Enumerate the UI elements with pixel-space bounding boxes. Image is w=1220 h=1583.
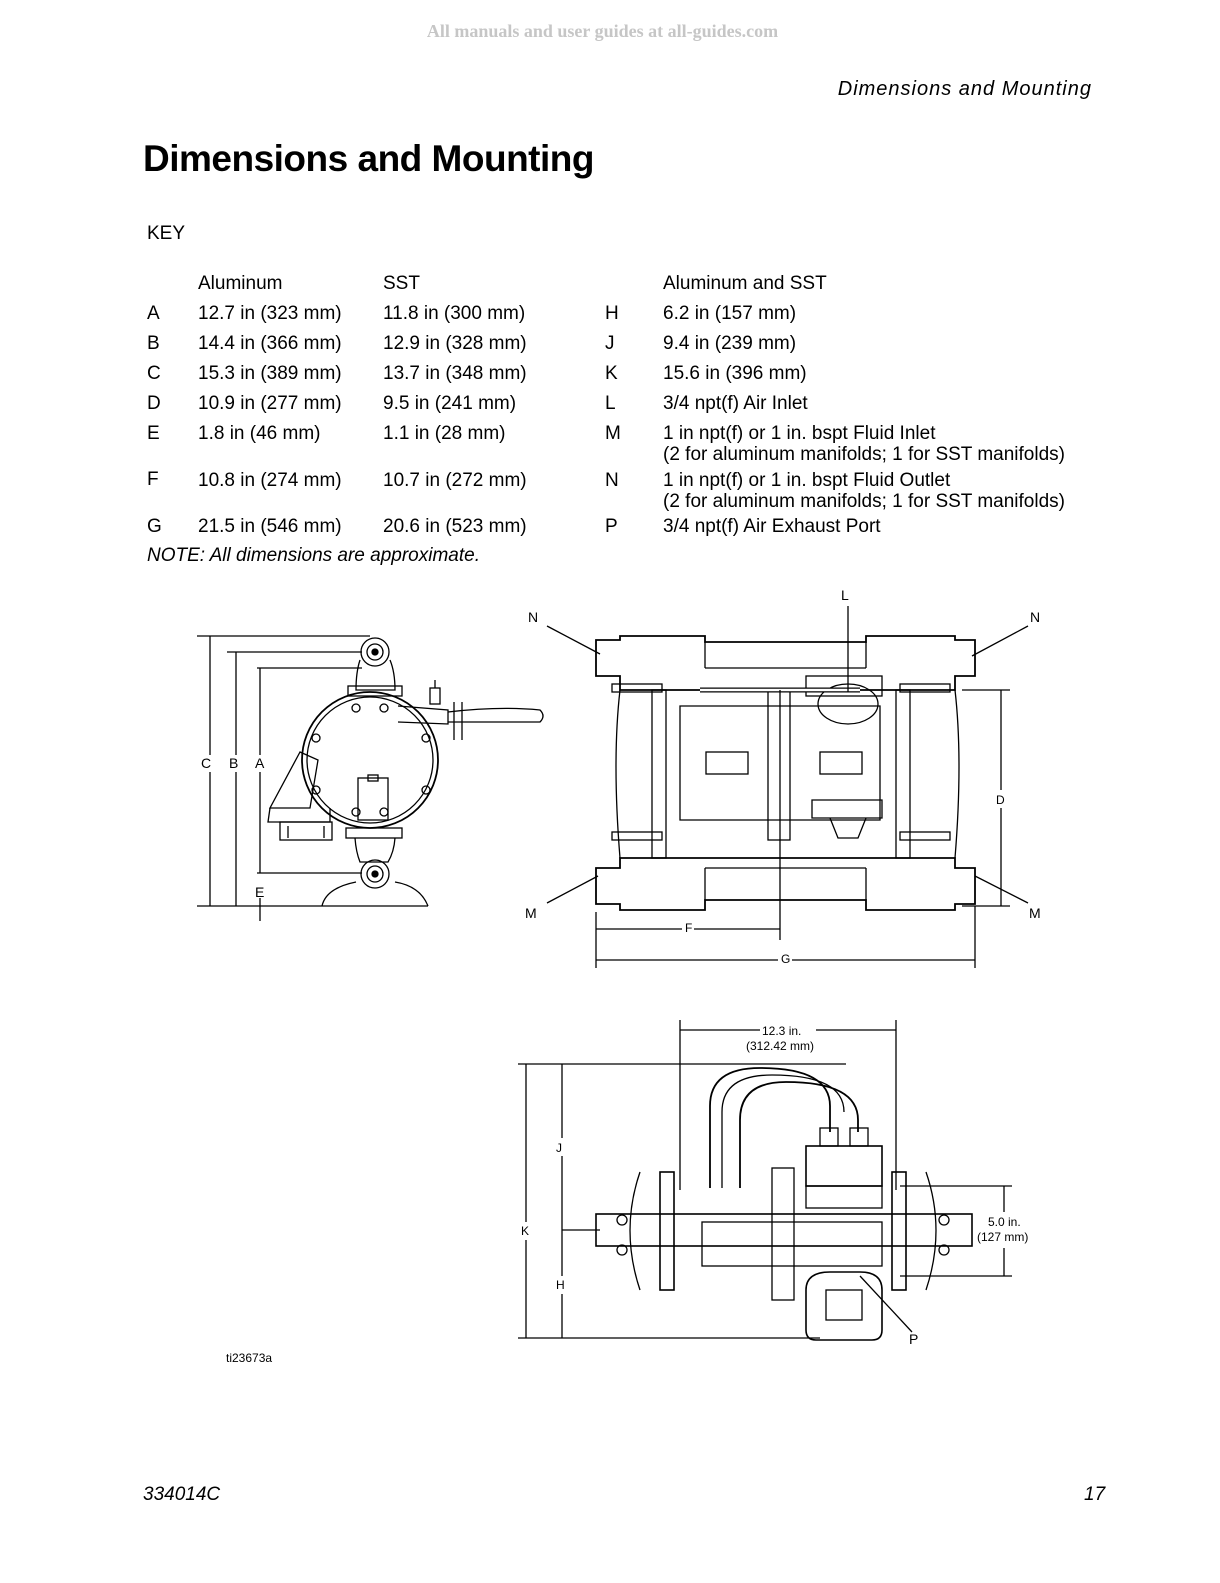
key-value-detail: (2 for aluminum manifolds; 1 for SST man… bbox=[663, 444, 1065, 465]
key-letter: H bbox=[605, 303, 619, 324]
sst-value: 11.8 in (300 mm) bbox=[383, 303, 526, 324]
key-letter: B bbox=[147, 333, 160, 354]
dimension-label-e: E bbox=[255, 884, 265, 900]
aluminum-value: 10.9 in (277 mm) bbox=[198, 393, 342, 414]
callout-m-right: M bbox=[1029, 905, 1041, 921]
sst-value: 1.1 in (28 mm) bbox=[383, 423, 506, 444]
width-dimension: 12.3 in. bbox=[762, 1024, 802, 1038]
page-number: 17 bbox=[1084, 1484, 1106, 1505]
front-view-drawing bbox=[546, 606, 1029, 968]
running-head: Dimensions and Mounting bbox=[837, 78, 1092, 100]
callout-n-right: N bbox=[1030, 609, 1041, 625]
document-number: 334014C bbox=[143, 1484, 221, 1505]
sst-value: 13.7 in (348 mm) bbox=[383, 363, 527, 384]
width-dimension-mm: (312.42 mm) bbox=[746, 1039, 815, 1053]
column-header-aluminum: Aluminum bbox=[198, 273, 283, 294]
dimension-label-k: K bbox=[521, 1224, 530, 1238]
key-letter: L bbox=[605, 393, 616, 414]
key-value: 3/4 npt(f) Air Inlet bbox=[663, 393, 808, 414]
aluminum-value: 14.4 in (366 mm) bbox=[198, 333, 342, 354]
key-letter: K bbox=[605, 363, 618, 384]
key-letter: A bbox=[147, 303, 160, 324]
key-letter: E bbox=[147, 423, 160, 444]
dimension-label-f: F bbox=[685, 921, 693, 935]
aluminum-value: 1.8 in (46 mm) bbox=[198, 423, 321, 444]
aluminum-value: 10.8 in (274 mm) bbox=[198, 470, 342, 491]
callout-m-left: M bbox=[525, 905, 537, 921]
height-dimension-mm: (127 mm) bbox=[977, 1230, 1029, 1244]
key-letter: J bbox=[605, 333, 615, 354]
key-value: 15.6 in (396 mm) bbox=[663, 363, 807, 384]
callout-l: L bbox=[841, 587, 849, 603]
sst-value: 10.7 in (272 mm) bbox=[383, 470, 527, 491]
key-value-detail: (2 for aluminum manifolds; 1 for SST man… bbox=[663, 491, 1065, 512]
column-header-aluminum-and-sst: Aluminum and SST bbox=[663, 273, 827, 294]
top-view-drawing bbox=[518, 1020, 1012, 1341]
key-letter: M bbox=[605, 423, 621, 444]
key-letter: D bbox=[147, 393, 161, 414]
dimension-label-h: H bbox=[556, 1278, 565, 1292]
callout-n-left: N bbox=[528, 609, 539, 625]
key-label: KEY bbox=[147, 223, 186, 244]
side-view-drawing bbox=[197, 635, 544, 921]
dimension-label-g: G bbox=[781, 952, 791, 966]
key-value: 1 in npt(f) or 1 in. bspt Fluid Inlet bbox=[663, 423, 936, 444]
aluminum-value: 15.3 in (389 mm) bbox=[198, 363, 342, 384]
column-header-sst: SST bbox=[383, 273, 420, 294]
key-value: 9.4 in (239 mm) bbox=[663, 333, 797, 354]
sst-value: 9.5 in (241 mm) bbox=[383, 393, 517, 414]
sst-value: 20.6 in (523 mm) bbox=[383, 516, 527, 537]
key-letter: P bbox=[605, 516, 618, 537]
dimension-label-b: B bbox=[229, 755, 239, 771]
dimension-label-c: C bbox=[201, 755, 212, 771]
aluminum-value: 21.5 in (546 mm) bbox=[198, 516, 342, 537]
dimension-label-j: J bbox=[556, 1141, 562, 1155]
height-dimension: 5.0 in. bbox=[988, 1215, 1021, 1229]
key-value: 3/4 npt(f) Air Exhaust Port bbox=[663, 516, 881, 537]
key-value: 1 in npt(f) or 1 in. bspt Fluid Outlet bbox=[663, 470, 951, 491]
figure-id: ti23673a bbox=[226, 1351, 273, 1365]
sst-value: 12.9 in (328 mm) bbox=[383, 333, 527, 354]
dimension-label-a: A bbox=[255, 755, 265, 771]
key-letter: C bbox=[147, 363, 161, 384]
dimension-label-d: D bbox=[996, 793, 1005, 807]
key-letter: N bbox=[605, 470, 619, 491]
note: NOTE: All dimensions are approximate. bbox=[147, 545, 480, 566]
page-title: Dimensions and Mounting bbox=[143, 138, 594, 179]
key-letter: G bbox=[147, 516, 162, 537]
key-value: 6.2 in (157 mm) bbox=[663, 303, 797, 324]
watermark: All manuals and user guides at all-guide… bbox=[426, 21, 779, 41]
callout-p: P bbox=[909, 1331, 919, 1347]
key-letter: F bbox=[147, 469, 159, 490]
aluminum-value: 12.7 in (323 mm) bbox=[198, 303, 342, 324]
